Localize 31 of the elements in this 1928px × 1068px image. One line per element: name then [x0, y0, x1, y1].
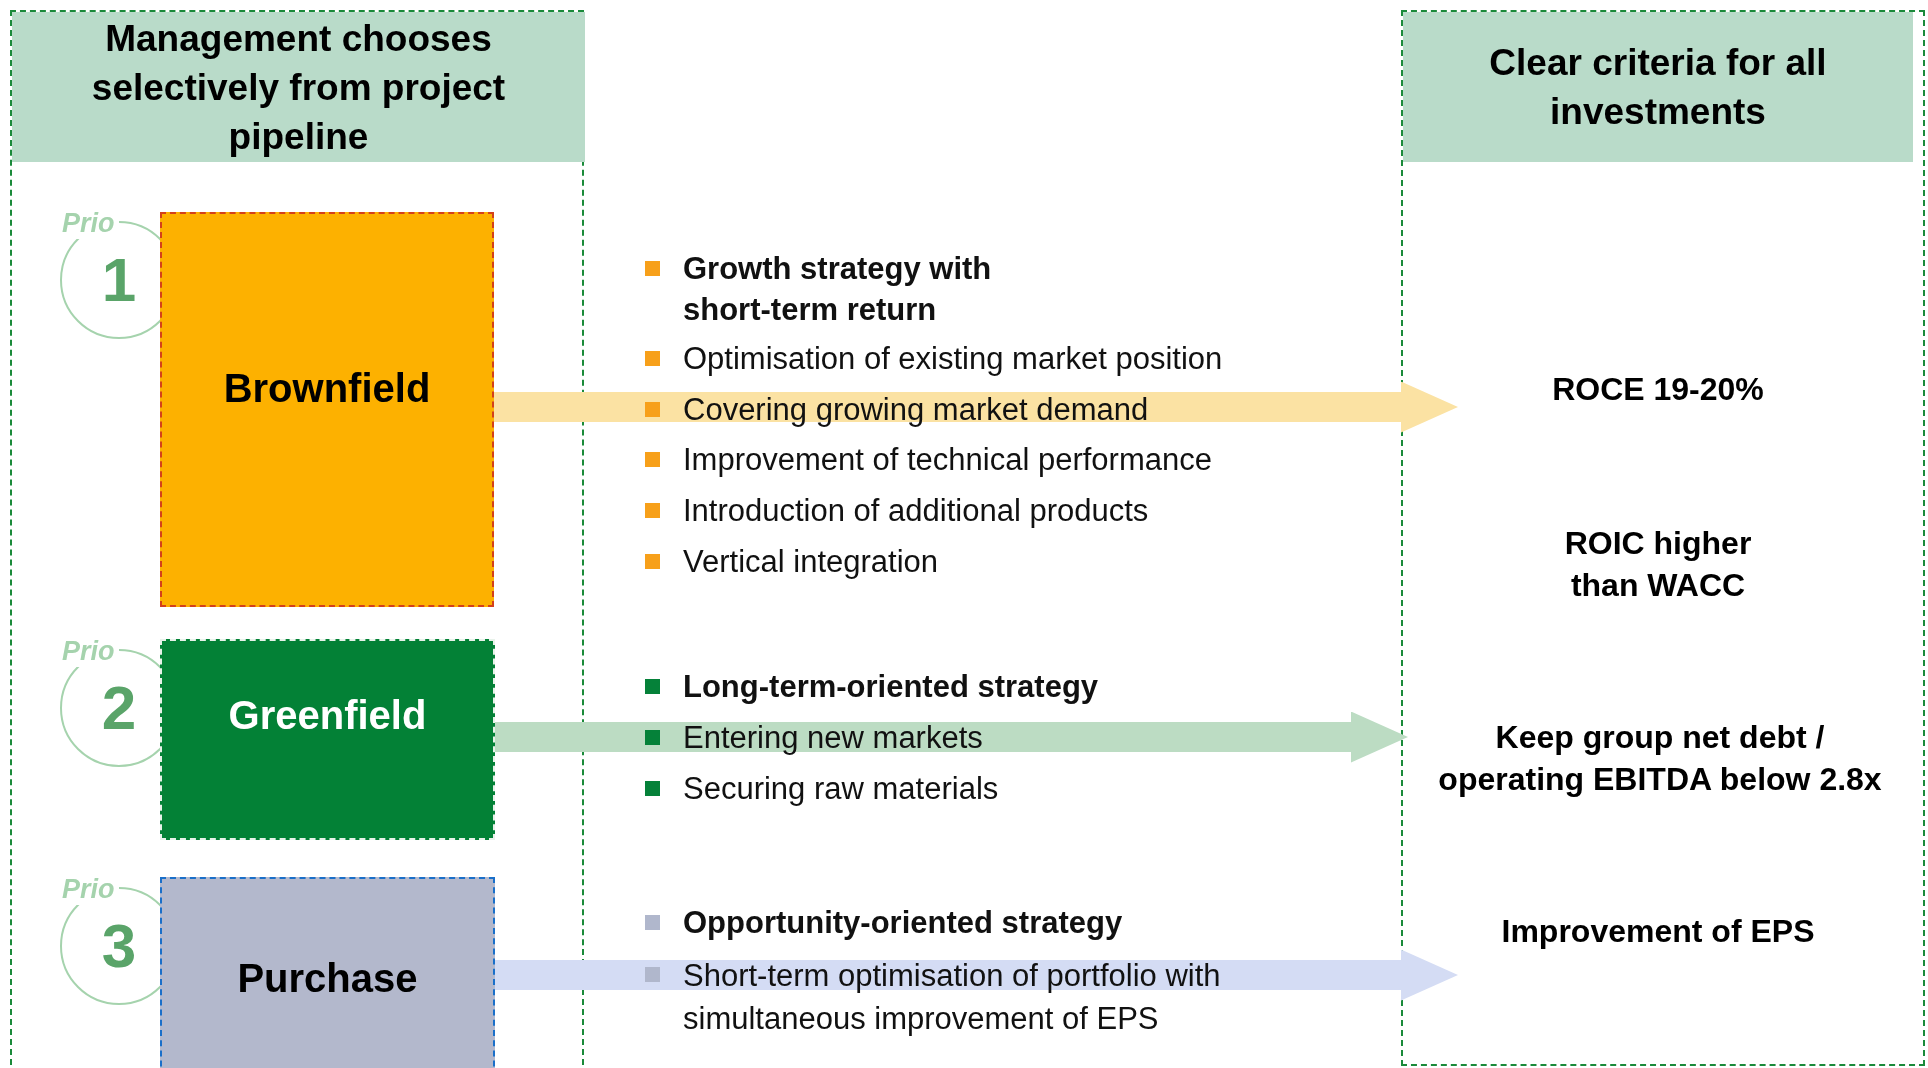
criterion-text: Keep group net debt / operating EBITDA below 2.8x [1437, 718, 1883, 799]
category-name: Greenfield [227, 692, 428, 739]
priority-number: 3 [100, 913, 138, 979]
priority-number: 2 [100, 675, 138, 741]
bullet-text: Short-term optimisation of portfolio with simultaneous improvement of EPS [683, 957, 1222, 1038]
bullet-text: Introduction of additional products [683, 492, 1150, 530]
strategy-heading: Opportunity-oriented strategy [683, 904, 1124, 942]
strategy-heading: Growth strategy with short-term return [683, 250, 993, 329]
bullet-text: Vertical integration [683, 543, 940, 581]
criterion-text: ROIC higher than WACC [1563, 524, 1753, 605]
panel-heading: Management chooses selectively from project pipeline [12, 12, 585, 162]
column-panel [1401, 10, 1925, 1066]
category-name: Purchase [236, 955, 419, 1002]
category-box [160, 877, 495, 1068]
arrow [493, 711, 1408, 763]
category-box [160, 639, 495, 840]
arrow [493, 949, 1458, 1001]
strategy-heading: Long-term-oriented strategy [683, 668, 1100, 706]
bullet-text: Optimisation of existing market position [683, 340, 1224, 378]
bullet-text: Entering new markets [683, 719, 984, 757]
priority-number: 1 [100, 247, 138, 313]
category-box [160, 212, 494, 607]
bullet-text: Improvement of technical performance [683, 441, 1213, 479]
category-name: Brownfield [222, 365, 432, 412]
column-panel [10, 10, 584, 1068]
arrow [492, 381, 1458, 433]
bullet-text: Securing raw materials [683, 770, 1000, 808]
bullet-text: Covering growing market demand [683, 391, 1150, 429]
panel-heading: Clear criteria for all investments [1403, 12, 1913, 162]
criterion-text: ROCE 19-20% [1551, 370, 1765, 409]
criterion-text: Improvement of EPS [1500, 912, 1816, 951]
